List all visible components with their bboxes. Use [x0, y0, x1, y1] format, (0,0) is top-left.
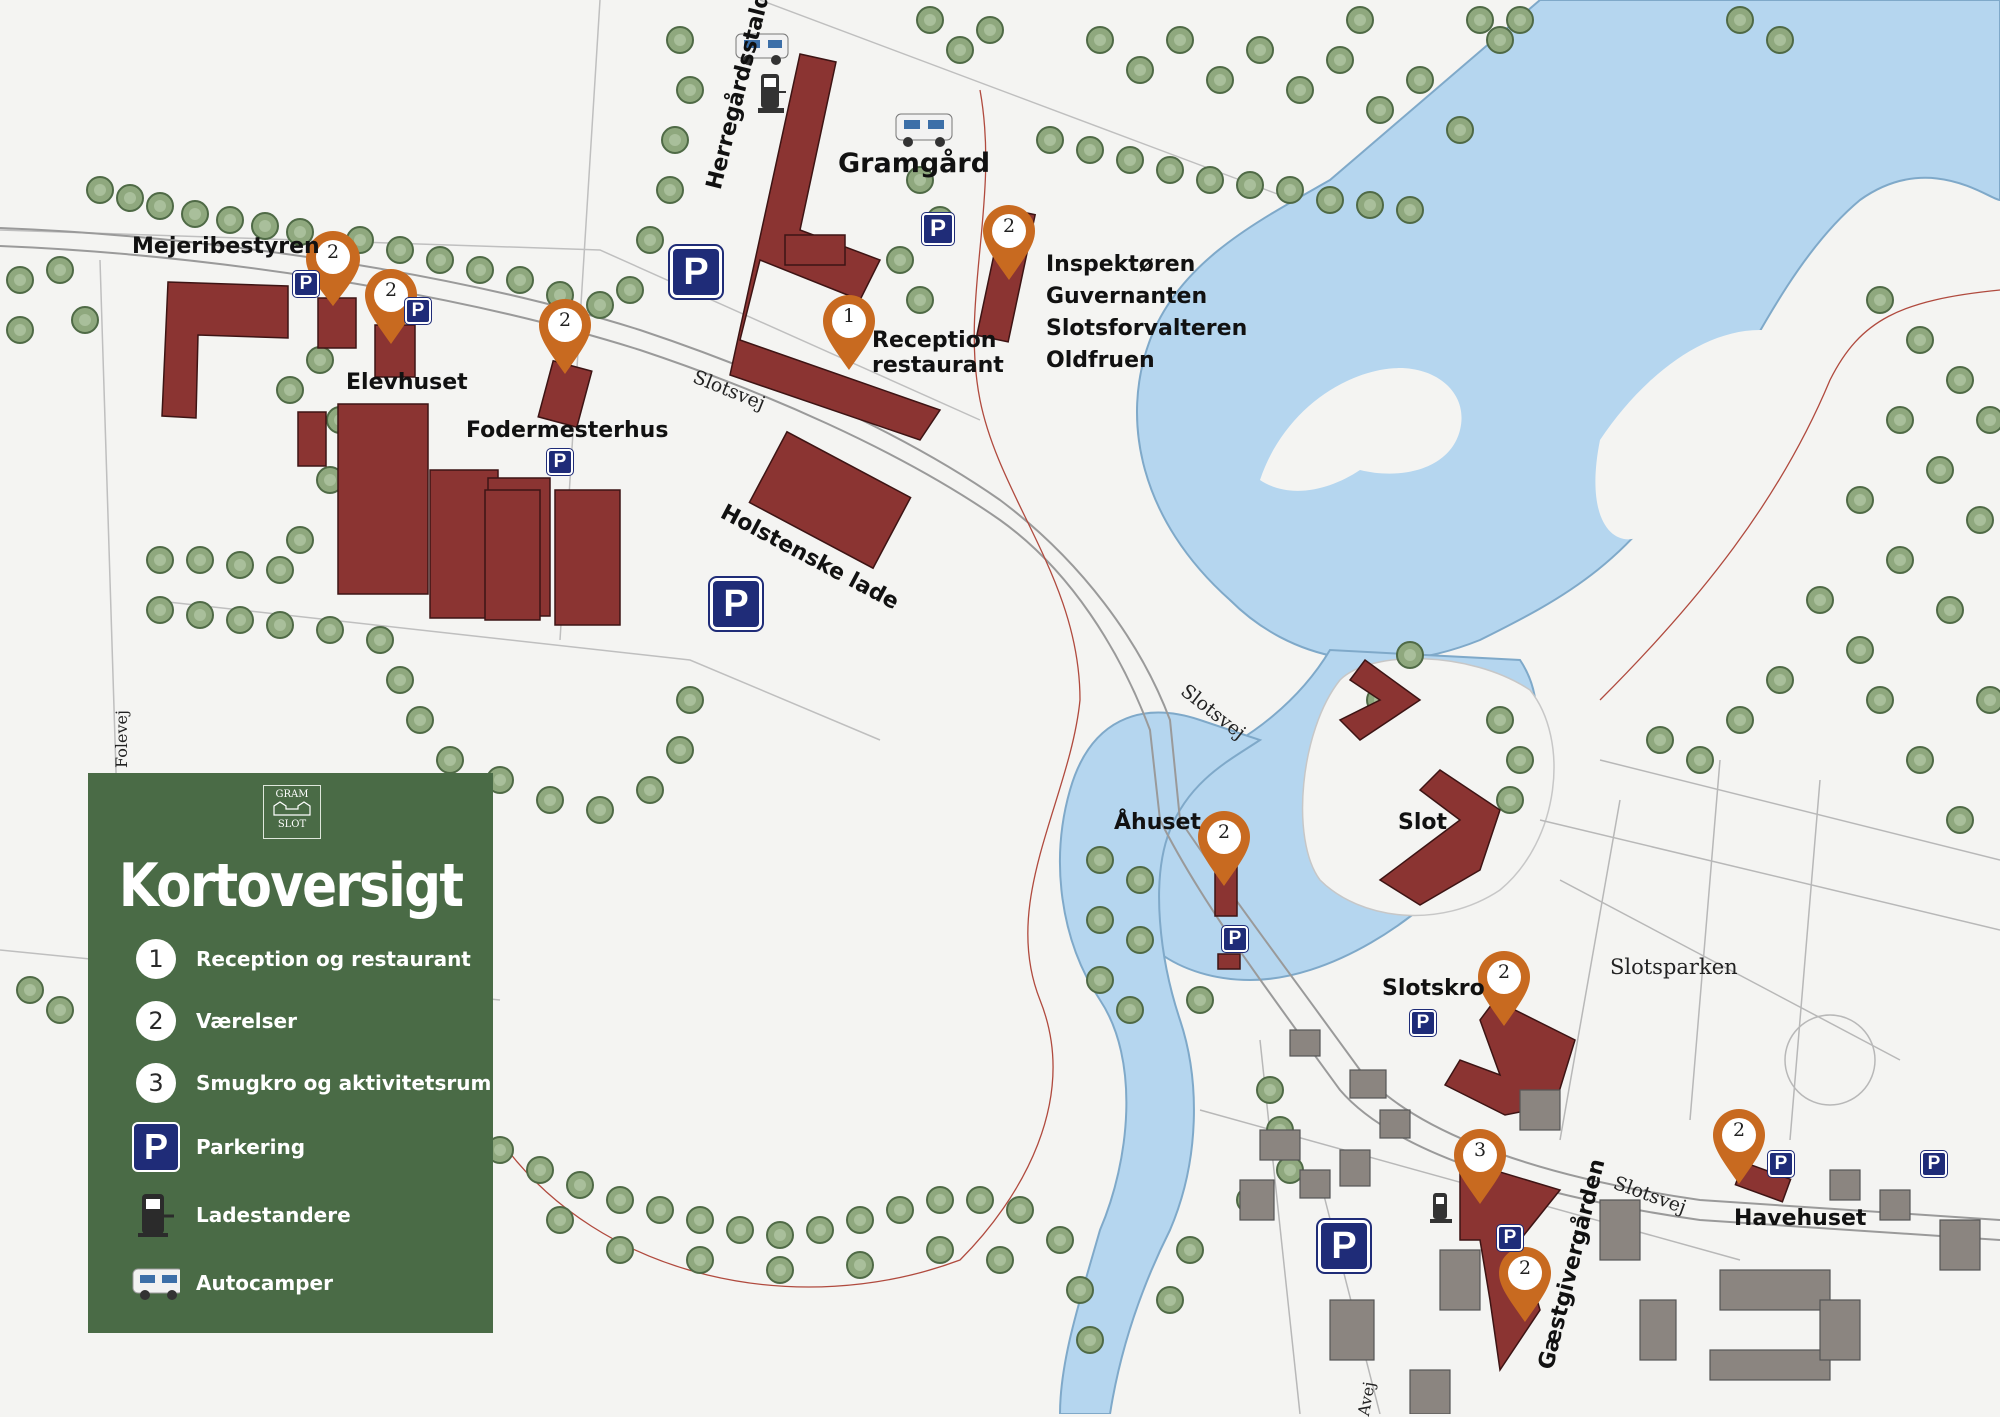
pin-number: 2	[1732, 1119, 1746, 1141]
parking-sign: P	[1409, 1009, 1437, 1037]
label-guvernanten: Guvernanten	[1046, 284, 1208, 309]
map-pin-reception[interactable]: 1	[822, 294, 876, 372]
map-pin-inspektoren[interactable]: 2	[982, 204, 1036, 282]
parking-sign: P	[1767, 1150, 1795, 1178]
parking-sign: P	[1316, 1218, 1372, 1274]
charger-icon	[758, 74, 786, 113]
legend-panel: GRAM SLOT Kortoversigt 1 Reception og re…	[88, 773, 493, 1333]
pin-number: 2	[326, 241, 340, 263]
pin-number: 1	[842, 305, 856, 327]
charger-icon	[132, 1191, 180, 1239]
logo-text-top: GRAM	[275, 789, 309, 800]
parking-sign: P	[921, 212, 955, 246]
camper-icon	[735, 33, 789, 65]
camper-icon	[895, 113, 953, 147]
label-fodermesterhus: Fodermesterhus	[466, 418, 669, 443]
parking-icon: P	[132, 1122, 180, 1172]
pin-number: 2	[1217, 821, 1231, 843]
pin-number: 3	[1473, 1139, 1487, 1161]
parking-sign: P	[708, 576, 764, 632]
parking-sign: P	[546, 448, 574, 476]
map-pin-mejeribestyren[interactable]: 2	[306, 230, 360, 308]
parking-sign: P	[668, 244, 724, 300]
legend-label: Ladestandere	[196, 1203, 351, 1227]
legend-item-parking: P Parkering	[132, 1122, 306, 1172]
legend-label: Autocamper	[196, 1271, 333, 1295]
number-2-icon: 2	[136, 1001, 176, 1041]
label-slotskro: Slotskro	[1382, 976, 1485, 1001]
label-inspektoren: Inspektøren	[1046, 252, 1196, 277]
legend-title: Kortoversigt	[118, 851, 464, 921]
pin-number: 2	[1002, 215, 1016, 237]
legend-item-smugkro: 3 Smugkro og aktivitetsrum	[132, 1059, 491, 1107]
map-pin-havehuset[interactable]: 2	[1712, 1108, 1766, 1186]
label-ahuset: Åhuset	[1114, 810, 1201, 835]
legend-label: Reception og restaurant	[196, 947, 471, 971]
parking-sign: P	[1221, 925, 1249, 953]
castle-icon	[273, 801, 311, 816]
parking-sign: P	[292, 270, 320, 298]
parking-sign: P	[1496, 1224, 1524, 1252]
legend-label: Værelser	[196, 1009, 297, 1033]
parking-sign: P	[1920, 1150, 1948, 1178]
legend-item-rooms: 2 Værelser	[132, 997, 297, 1045]
pin-number: 2	[1497, 961, 1511, 983]
label-slotsparken: Slotsparken	[1610, 955, 1738, 979]
pin-number: 2	[1518, 1257, 1532, 1279]
map-pin-fodermesterhus[interactable]: 2	[538, 298, 592, 376]
label-mejeribestyren: Mejeribestyren	[132, 234, 320, 259]
map-pin-ahuset[interactable]: 2	[1197, 810, 1251, 888]
pin-number: 2	[384, 279, 398, 301]
gram-slot-logo: GRAM SLOT	[263, 785, 321, 839]
legend-label: Smugkro og aktivitetsrum	[196, 1071, 492, 1095]
charger-icon	[1430, 1193, 1452, 1223]
label-slot: Slot	[1398, 810, 1448, 835]
label-restaurant: restaurant	[872, 353, 1004, 378]
number-3-icon: 3	[136, 1063, 176, 1103]
legend-item-charger: Ladestandere	[132, 1191, 351, 1239]
legend-item-reception: 1 Reception og restaurant	[132, 935, 471, 983]
camper-icon	[132, 1259, 180, 1307]
parking-sign: P	[404, 297, 432, 325]
label-gramgard: Gramgård	[838, 148, 991, 179]
pin-number: 2	[558, 309, 572, 331]
logo-text-bottom: SLOT	[277, 819, 307, 830]
number-1-icon: 1	[136, 939, 176, 979]
map-pin-slotskro[interactable]: 2	[1477, 950, 1531, 1028]
legend-item-camper: Autocamper	[132, 1259, 333, 1307]
label-havehuset: Havehuset	[1734, 1206, 1867, 1231]
label-slotsforvalteren: Slotsforvalteren	[1046, 316, 1248, 341]
label-elevhuset: Elevhuset	[346, 370, 468, 395]
map-pin-elevhuset[interactable]: 2	[364, 268, 418, 346]
map-pin-smugkro[interactable]: 3	[1453, 1128, 1507, 1206]
label-oldfruen: Oldfruen	[1046, 348, 1155, 373]
road-label-folevej: Folevej	[112, 710, 131, 768]
legend-label: Parkering	[196, 1135, 306, 1159]
label-reception: Reception	[872, 328, 997, 353]
map-pin-gaestgivergarden[interactable]: 2	[1498, 1246, 1552, 1324]
